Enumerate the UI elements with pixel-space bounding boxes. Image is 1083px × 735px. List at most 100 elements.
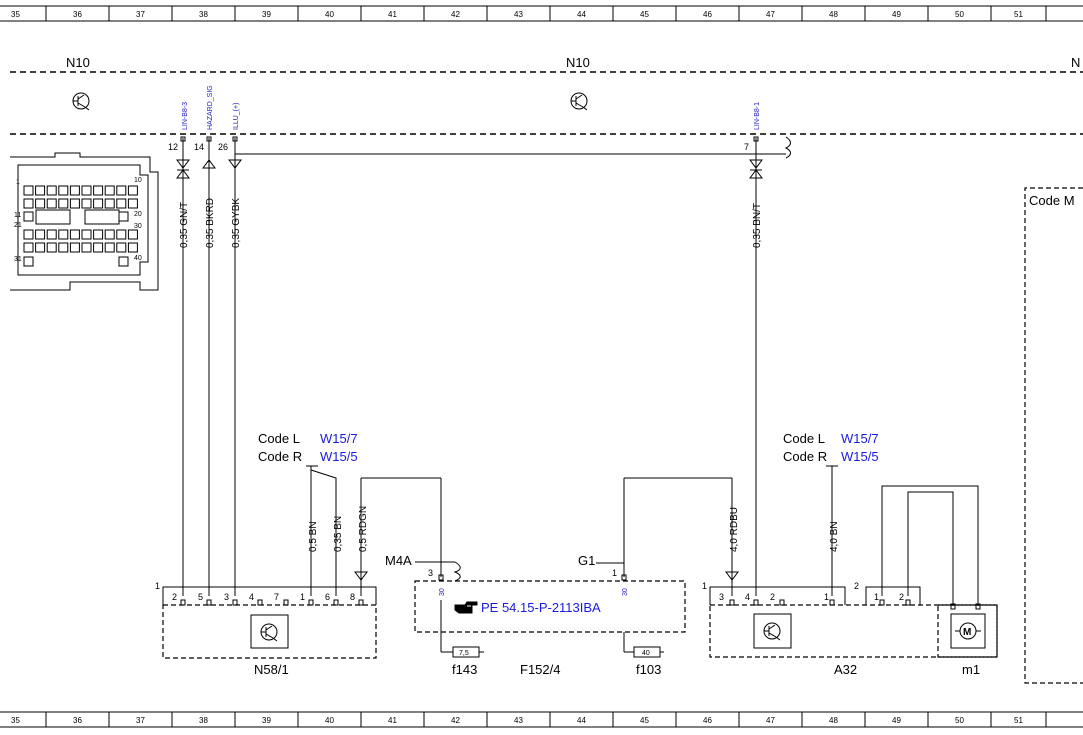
n10-label-right: N bbox=[1071, 55, 1080, 70]
grid-top-37: 37 bbox=[136, 10, 145, 19]
connector-pin-20: 20 bbox=[134, 211, 142, 218]
service-reference-link[interactable]: PE 54.15-P-2113IBA bbox=[481, 600, 601, 615]
connector-pin-cell bbox=[35, 242, 46, 253]
code-l-right-value: W15/7 bbox=[841, 431, 879, 446]
a32-pin-2: 2 bbox=[770, 592, 775, 602]
n58-pin-1: 1 bbox=[300, 592, 305, 602]
code-l-left: Code L bbox=[258, 431, 300, 446]
connector-pin-cell bbox=[46, 229, 57, 240]
grid-bottom: 35 36 37 38 39 40 41 42 43 44 45 46 47 4… bbox=[0, 711, 1083, 728]
grid-bottom-43: 43 bbox=[514, 716, 523, 725]
code-r-left-value: W15/5 bbox=[320, 449, 358, 464]
grid-top-36: 36 bbox=[73, 10, 82, 19]
connector-pin-cell bbox=[104, 242, 115, 253]
n58-pin-7: 7 bbox=[274, 592, 279, 602]
wires bbox=[176, 136, 791, 596]
connector-pin-30: 30 bbox=[134, 223, 142, 230]
grid-bottom-49: 49 bbox=[892, 716, 901, 725]
connector-pin-cell bbox=[35, 185, 46, 196]
grid-top-50: 50 bbox=[955, 10, 964, 19]
grid-bottom-38: 38 bbox=[199, 716, 208, 725]
wire-label-bkrd: 0,35 BKRD bbox=[205, 198, 216, 248]
connector-pin-cell bbox=[116, 242, 127, 253]
n10-pin-26: 26 bbox=[218, 142, 228, 152]
fuse-f143-rating: 7,5 bbox=[459, 650, 469, 657]
n58-connector-1: 1 bbox=[155, 581, 160, 591]
connector-pinout: 1 10 11 20 21 30 31 40 bbox=[10, 152, 159, 291]
svg-text:M: M bbox=[963, 627, 971, 638]
connector-pin-cell bbox=[127, 242, 138, 253]
grid-top-48: 48 bbox=[829, 10, 838, 19]
n58-pin-4: 4 bbox=[249, 592, 254, 602]
connector-pin-cell bbox=[104, 185, 115, 196]
code-m-box: Code M bbox=[1024, 187, 1083, 684]
n10-unit: N10 N10 N LIN-B8-3 HAZARD_SIG ILLU_(+) L… bbox=[10, 55, 1083, 154]
connector-pin-11: 11 bbox=[14, 212, 21, 219]
grid-top-46: 46 bbox=[703, 10, 712, 19]
a32-pin-4: 4 bbox=[745, 592, 750, 602]
a32-pin-q2: 2 bbox=[899, 592, 904, 602]
m4a-label: M4A bbox=[385, 553, 412, 568]
transistor-icon bbox=[72, 92, 90, 111]
a32-connector-2: 2 bbox=[854, 581, 859, 591]
connector-pin-cell bbox=[104, 229, 115, 240]
connector-pin-cell bbox=[58, 198, 69, 209]
wire-label-gybk: 0,35 GYBK bbox=[231, 198, 242, 248]
connector-pin-cell bbox=[23, 211, 34, 222]
grid-top-44: 44 bbox=[577, 10, 586, 19]
code-l-right: Code L bbox=[783, 431, 825, 446]
wire-label-05bn: 0,5 BN bbox=[308, 521, 319, 552]
wire-label-035bn: 0,35 BN bbox=[333, 516, 344, 552]
n58-pin-6: 6 bbox=[325, 592, 330, 602]
connector-pin-cell bbox=[69, 198, 80, 209]
code-l-left-value: W15/7 bbox=[320, 431, 358, 446]
motor-icon: M bbox=[955, 622, 981, 640]
wire-label-gn-t: 0,35 GN/T bbox=[179, 202, 190, 248]
f152-pin-1: 1 bbox=[612, 568, 617, 578]
grid-bottom-46: 46 bbox=[703, 716, 712, 725]
g1-label: G1 bbox=[578, 553, 595, 568]
a32-unit: 1 2 3 4 2 1 1 2 M A32 m1 bbox=[702, 581, 998, 677]
grid-bottom-44: 44 bbox=[577, 716, 586, 725]
wire-label-rdgn: 0,5 RDGN bbox=[358, 506, 369, 552]
connector-pin-cell bbox=[127, 198, 138, 209]
grid-bottom-50: 50 bbox=[955, 716, 964, 725]
connector-pin-cell bbox=[69, 229, 80, 240]
connector-pin-cell bbox=[93, 229, 104, 240]
n58-pin-3: 3 bbox=[224, 592, 229, 602]
grid-top-47: 47 bbox=[766, 10, 775, 19]
signal-illu: ILLU_(+) bbox=[233, 103, 240, 130]
hand-pointer-icon bbox=[454, 601, 478, 614]
n10-label-center: N10 bbox=[566, 55, 590, 70]
grid-top-49: 49 bbox=[892, 10, 901, 19]
transistor-icon bbox=[763, 622, 781, 641]
connector-pin-cell bbox=[23, 256, 34, 267]
n58-unit: 1 2 5 3 4 7 1 6 8 N58/1 bbox=[155, 581, 377, 677]
grid-bottom-48: 48 bbox=[829, 716, 838, 725]
grid-top-41: 41 bbox=[388, 10, 397, 19]
f152-pin-3: 3 bbox=[428, 568, 433, 578]
wire-label-bn-t: 0,35 BN/T bbox=[752, 203, 763, 248]
connector-pin-10: 10 bbox=[134, 177, 142, 184]
connector-pin-cell bbox=[81, 198, 92, 209]
grid-top-38: 38 bbox=[199, 10, 208, 19]
code-r-right-value: W15/5 bbox=[841, 449, 879, 464]
n58-pin-2: 2 bbox=[172, 592, 177, 602]
connector-pin-cell bbox=[93, 242, 104, 253]
a32-pin-q1: 1 bbox=[874, 592, 879, 602]
n10-pin-14: 14 bbox=[194, 142, 204, 152]
a32-label: A32 bbox=[834, 662, 857, 677]
grid-bottom-35: 35 bbox=[11, 716, 20, 725]
grid-bottom-45: 45 bbox=[640, 716, 649, 725]
n58-code-wires: Code L W15/7 Code R W15/5 0,5 BN 0,35 BN… bbox=[258, 431, 369, 596]
fuse-f143-name: f143 bbox=[452, 662, 477, 677]
connector-pin-cell bbox=[23, 185, 34, 196]
connector-pin-cell bbox=[58, 185, 69, 196]
connector-pin-cell bbox=[46, 198, 57, 209]
connector-pin-cell bbox=[93, 198, 104, 209]
grid-top-39: 39 bbox=[262, 10, 271, 19]
connector-pin-cell bbox=[46, 185, 57, 196]
f152-unit: M4A 3 30 7,5 f143 G1 1 30 40 f103 PE 54.… bbox=[361, 477, 732, 677]
connector-pin-cell bbox=[81, 242, 92, 253]
